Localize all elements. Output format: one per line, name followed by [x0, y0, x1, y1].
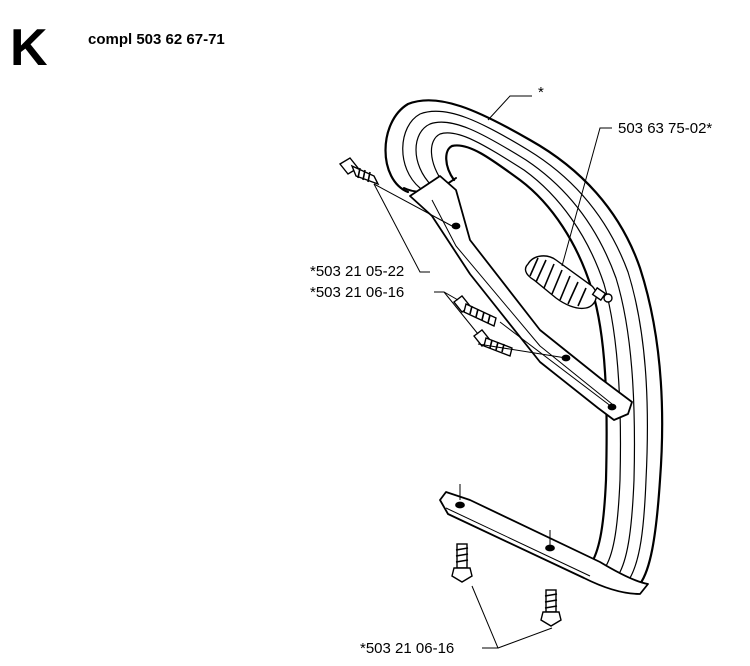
middle-screw-1 — [453, 295, 497, 327]
callout-screws-middle: *503 21 06-16 — [310, 284, 405, 301]
lower-screw-2 — [540, 589, 562, 627]
middle-screw-2 — [473, 329, 513, 357]
vibration-spring — [524, 255, 613, 310]
assembly-title: compl 503 62 67-71 — [88, 31, 225, 48]
diagonal-brace — [409, 175, 633, 421]
callout-spring: 503 63 75-02* — [618, 120, 713, 137]
section-letter: K — [10, 19, 48, 77]
leader-lines — [373, 95, 613, 649]
upper-bolt — [338, 157, 380, 186]
callout-bolt-upper: *503 21 05-22 — [310, 263, 405, 280]
bottom-bracket — [439, 484, 649, 595]
lower-screw-1 — [451, 543, 473, 583]
callout-handle: * — [538, 84, 544, 101]
callout-screws-lower: *503 21 06-16 — [360, 640, 455, 657]
